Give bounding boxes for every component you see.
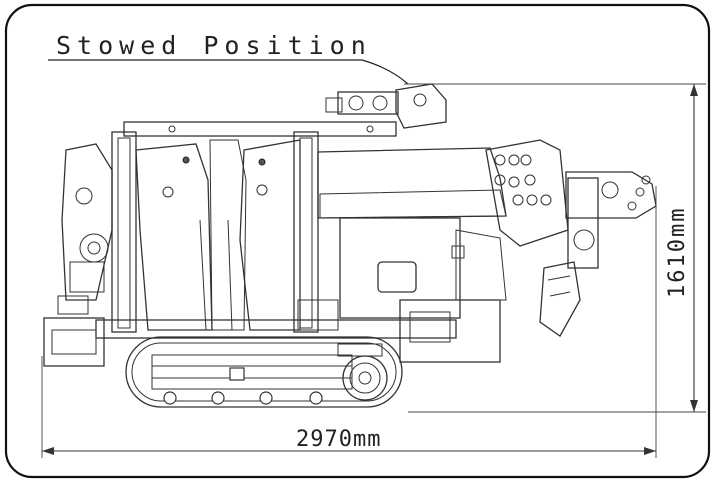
base-chassis — [43, 295, 501, 367]
length-label: 2970mm — [296, 427, 381, 452]
drawing-title: Stowed Position — [56, 31, 372, 60]
crane-machine — [43, 83, 657, 408]
drawing-frame — [4, 3, 711, 479]
main-housing — [61, 143, 507, 319]
jib-hook — [539, 171, 657, 337]
title-leader-line — [361, 59, 409, 85]
outrigger-legs — [111, 131, 339, 333]
height-label: 1610mm — [665, 207, 690, 298]
length-dimension — [41, 186, 657, 458]
crane-boom — [317, 139, 569, 247]
top-frame — [123, 121, 397, 137]
height-dimension — [404, 83, 706, 413]
crawler-track — [125, 336, 403, 408]
